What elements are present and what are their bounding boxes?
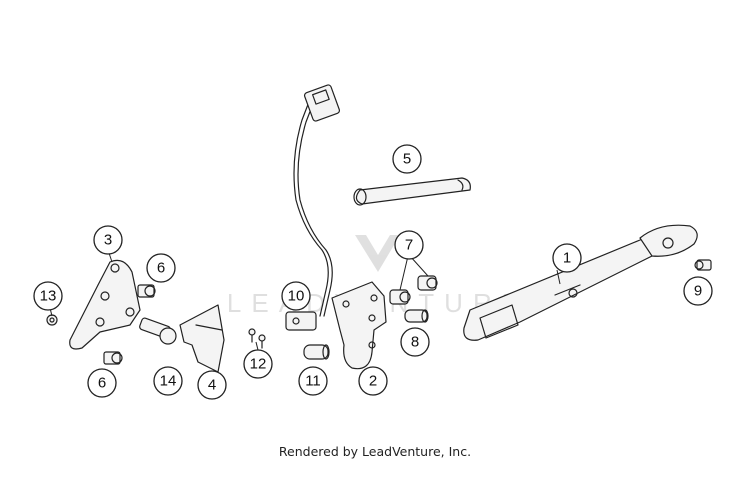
callout-12-label: 12 [250, 356, 267, 373]
callout-4[interactable]: 4 [197, 370, 227, 400]
callout-13[interactable]: 13 [33, 281, 63, 311]
callout-9-label: 9 [694, 283, 702, 300]
callout-2[interactable]: 2 [358, 366, 388, 396]
callout-5[interactable]: 5 [392, 144, 422, 174]
part-1-side-stand[interactable] [463, 224, 698, 341]
leader-lines [49, 249, 561, 351]
callout-3[interactable]: 3 [93, 225, 123, 255]
callout-2-label: 2 [369, 373, 377, 390]
callout-13-label: 13 [40, 288, 57, 305]
callout-1-label: 1 [563, 250, 571, 267]
callout-11-label: 11 [305, 373, 321, 390]
callout-3-label: 3 [104, 232, 112, 249]
part-8-spacer[interactable] [404, 309, 429, 323]
callout-6-lower[interactable]: 6 [87, 368, 117, 398]
part-6-bolt-lower[interactable] [103, 351, 123, 365]
part-13-nut[interactable] [46, 314, 58, 326]
callout-10-label: 10 [288, 288, 305, 305]
part-12-screws[interactable] [248, 328, 266, 349]
callout-7-label: 7 [405, 237, 413, 254]
callout-10[interactable]: 10 [281, 281, 311, 311]
callout-12[interactable]: 12 [243, 349, 273, 379]
part-7-bolts[interactable] [389, 275, 438, 305]
part-5-tube[interactable] [353, 177, 471, 206]
callout-6-upper[interactable]: 6 [146, 253, 176, 283]
part-9-bolt[interactable] [694, 259, 712, 271]
part-3-bracket[interactable] [69, 259, 141, 350]
part-10-sensor[interactable] [285, 84, 341, 331]
part-11-pin[interactable] [303, 344, 330, 360]
callout-6-lower-label: 6 [98, 375, 106, 392]
callout-14[interactable]: 14 [153, 366, 183, 396]
callout-9[interactable]: 9 [683, 276, 713, 306]
part-2-bracket-plate[interactable] [331, 281, 387, 370]
callout-8-label: 8 [411, 334, 419, 351]
callout-14-label: 14 [160, 373, 177, 390]
callout-1[interactable]: 1 [552, 243, 582, 273]
part-4-shield[interactable] [179, 304, 225, 373]
part-6-bolt-upper[interactable] [137, 284, 156, 298]
callout-5-label: 5 [403, 151, 411, 168]
part-14-bolt[interactable] [139, 317, 177, 345]
callout-6-upper-label: 6 [157, 260, 165, 277]
callout-7[interactable]: 7 [394, 230, 424, 260]
callout-4-label: 4 [208, 377, 216, 394]
footer-credit: Rendered by LeadVenture, Inc. [278, 444, 472, 459]
callout-8[interactable]: 8 [400, 327, 430, 357]
callout-11[interactable]: 11 [298, 366, 328, 396]
